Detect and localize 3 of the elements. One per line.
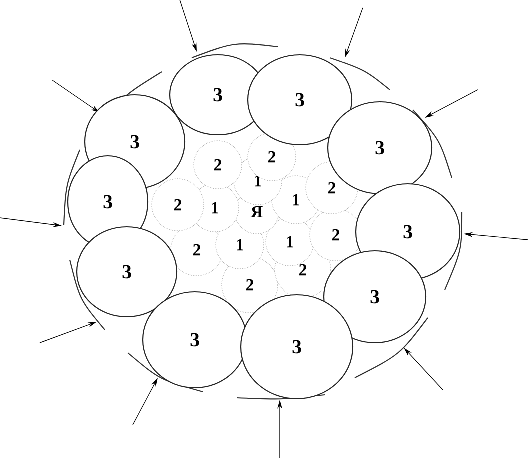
round-cell: 2 xyxy=(194,140,242,190)
round-cell: 2 xyxy=(152,178,204,232)
oval-cell: 3 xyxy=(142,291,248,389)
